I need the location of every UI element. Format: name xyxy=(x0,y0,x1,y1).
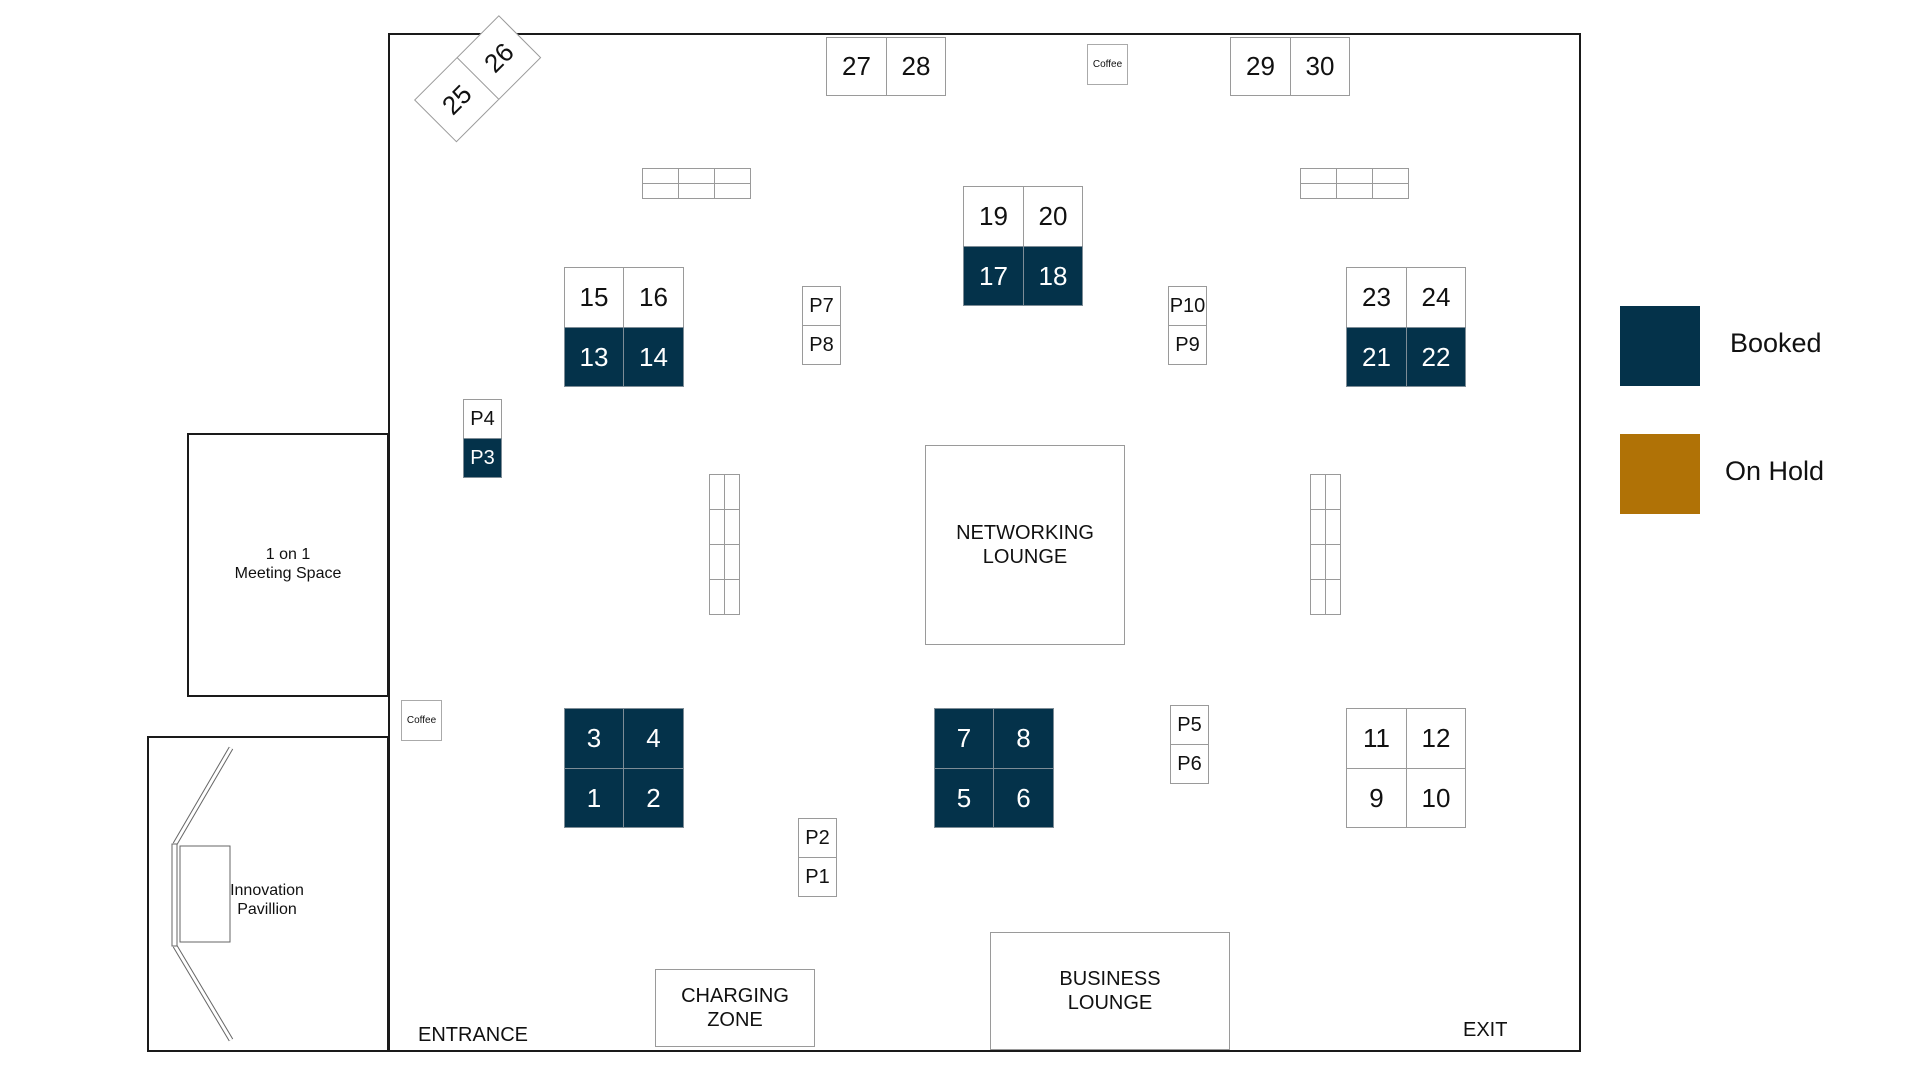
pod-P3-label: P3 xyxy=(470,446,495,469)
legend-label-on-hold: On Hold xyxy=(1725,456,1825,486)
booth-4[interactable]: 4 xyxy=(623,708,684,769)
booth-13-label: 13 xyxy=(579,341,609,372)
pod-P3[interactable]: P3 xyxy=(463,438,502,478)
booth-11[interactable]: 11 xyxy=(1346,708,1407,769)
booth-7-label: 7 xyxy=(956,723,972,753)
pod-P5-label: P5 xyxy=(1177,713,1202,736)
booth-12[interactable]: 12 xyxy=(1406,708,1466,769)
booth-18[interactable]: 18 xyxy=(1023,246,1083,306)
coffee-station-left[interactable]: Coffee xyxy=(401,700,442,741)
booth-18-label: 18 xyxy=(1038,260,1068,291)
booth-29[interactable]: 29 xyxy=(1230,37,1291,96)
pod-P8[interactable]: P8 xyxy=(802,325,841,365)
booth-19[interactable]: 19 xyxy=(963,186,1024,247)
booth-28[interactable]: 28 xyxy=(886,37,946,96)
pod-P2[interactable]: P2 xyxy=(798,818,837,858)
booth-3[interactable]: 3 xyxy=(564,708,624,769)
booth-11-label: 11 xyxy=(1363,723,1390,753)
pod-P6[interactable]: P6 xyxy=(1170,744,1209,784)
booth-5-label: 5 xyxy=(956,782,972,813)
pod-P8-label: P8 xyxy=(809,333,834,356)
legend-swatch-booked xyxy=(1620,306,1700,386)
booth-5[interactable]: 5 xyxy=(934,768,994,828)
innovation-pavilion-room[interactable]: Innovation Pavillion xyxy=(147,736,389,1052)
booth-6[interactable]: 6 xyxy=(993,768,1054,828)
booth-15[interactable]: 15 xyxy=(564,267,624,328)
booth-2-label: 2 xyxy=(646,782,661,813)
pod-P5[interactable]: P5 xyxy=(1170,705,1209,745)
pod-P9[interactable]: P9 xyxy=(1168,325,1207,365)
booth-9[interactable]: 9 xyxy=(1346,768,1407,828)
booth-23-label: 23 xyxy=(1362,282,1391,312)
booth-27-label: 27 xyxy=(842,51,871,81)
booth-13[interactable]: 13 xyxy=(564,327,624,387)
exhibition-hall xyxy=(388,33,1581,1052)
booth-4-label: 4 xyxy=(646,723,661,753)
pod-P7[interactable]: P7 xyxy=(802,286,841,326)
booth-15-label: 15 xyxy=(579,282,609,312)
coffee-station-top[interactable]: Coffee xyxy=(1087,44,1128,85)
pod-P10[interactable]: P10 xyxy=(1168,286,1207,326)
booth-1-label: 1 xyxy=(586,782,602,813)
pod-P10-label: P10 xyxy=(1169,294,1206,317)
charging-zone[interactable]: CHARGING ZONE xyxy=(655,969,815,1047)
booth-30[interactable]: 30 xyxy=(1290,37,1350,96)
booth-27[interactable]: 27 xyxy=(826,37,887,96)
pod-P7-label: P7 xyxy=(809,294,834,317)
booth-24[interactable]: 24 xyxy=(1406,267,1466,328)
booth-21-label: 21 xyxy=(1362,341,1391,372)
booth-7[interactable]: 7 xyxy=(934,708,994,769)
networking-lounge[interactable]: NETWORKING LOUNGE xyxy=(925,445,1125,645)
booth-8[interactable]: 8 xyxy=(993,708,1054,769)
booth-30-label: 30 xyxy=(1305,51,1335,81)
booth-25-label: 25 xyxy=(435,78,478,121)
booth-20[interactable]: 20 xyxy=(1023,186,1083,247)
booth-20-label: 20 xyxy=(1038,201,1068,231)
legend-swatch-on-hold xyxy=(1620,434,1700,514)
booth-9-label: 9 xyxy=(1369,782,1384,813)
booth-10[interactable]: 10 xyxy=(1406,768,1466,828)
booth-23[interactable]: 23 xyxy=(1346,267,1407,328)
booth-2[interactable]: 2 xyxy=(623,768,684,828)
pod-P2-label: P2 xyxy=(805,826,830,849)
booth-21[interactable]: 21 xyxy=(1346,327,1407,387)
exit-label: EXIT xyxy=(1463,1019,1508,1041)
pavilion-structure-icon xyxy=(171,746,234,1042)
booth-29-label: 29 xyxy=(1246,51,1275,81)
entrance-label: ENTRANCE xyxy=(418,1024,529,1046)
pod-P6-label: P6 xyxy=(1177,752,1202,775)
booth-24-label: 24 xyxy=(1421,282,1451,312)
meeting-space-label: 1 on 1 Meeting Space xyxy=(234,546,342,583)
booth-10-label: 10 xyxy=(1421,782,1451,813)
pod-P4-label: P4 xyxy=(470,407,495,430)
innovation-pavilion-label: Innovation Pavillion xyxy=(230,882,304,919)
booth-22-label: 22 xyxy=(1421,341,1451,372)
booth-8-label: 8 xyxy=(1016,723,1031,753)
booth-19-label: 19 xyxy=(979,201,1008,231)
booth-12-label: 12 xyxy=(1421,723,1451,753)
booth-3-label: 3 xyxy=(586,723,602,753)
booth-16[interactable]: 16 xyxy=(623,267,684,328)
booth-26-label: 26 xyxy=(477,36,520,79)
booth-17-label: 17 xyxy=(979,260,1008,291)
meeting-space-room[interactable]: 1 on 1 Meeting Space xyxy=(187,433,389,697)
booth-1[interactable]: 1 xyxy=(564,768,624,828)
booth-22[interactable]: 22 xyxy=(1406,327,1466,387)
pod-P4[interactable]: P4 xyxy=(463,399,502,439)
pod-P1[interactable]: P1 xyxy=(798,857,837,897)
pod-P9-label: P9 xyxy=(1175,333,1200,356)
business-lounge[interactable]: BUSINESS LOUNGE xyxy=(990,932,1230,1050)
booth-28-label: 28 xyxy=(901,51,931,81)
legend-label-booked: Booked xyxy=(1730,328,1822,358)
booth-17[interactable]: 17 xyxy=(963,246,1024,306)
booth-6-label: 6 xyxy=(1016,782,1031,813)
pod-P1-label: P1 xyxy=(805,865,830,888)
booth-14-label: 14 xyxy=(639,341,668,372)
booth-14[interactable]: 14 xyxy=(623,327,684,387)
booth-16-label: 16 xyxy=(639,282,668,312)
